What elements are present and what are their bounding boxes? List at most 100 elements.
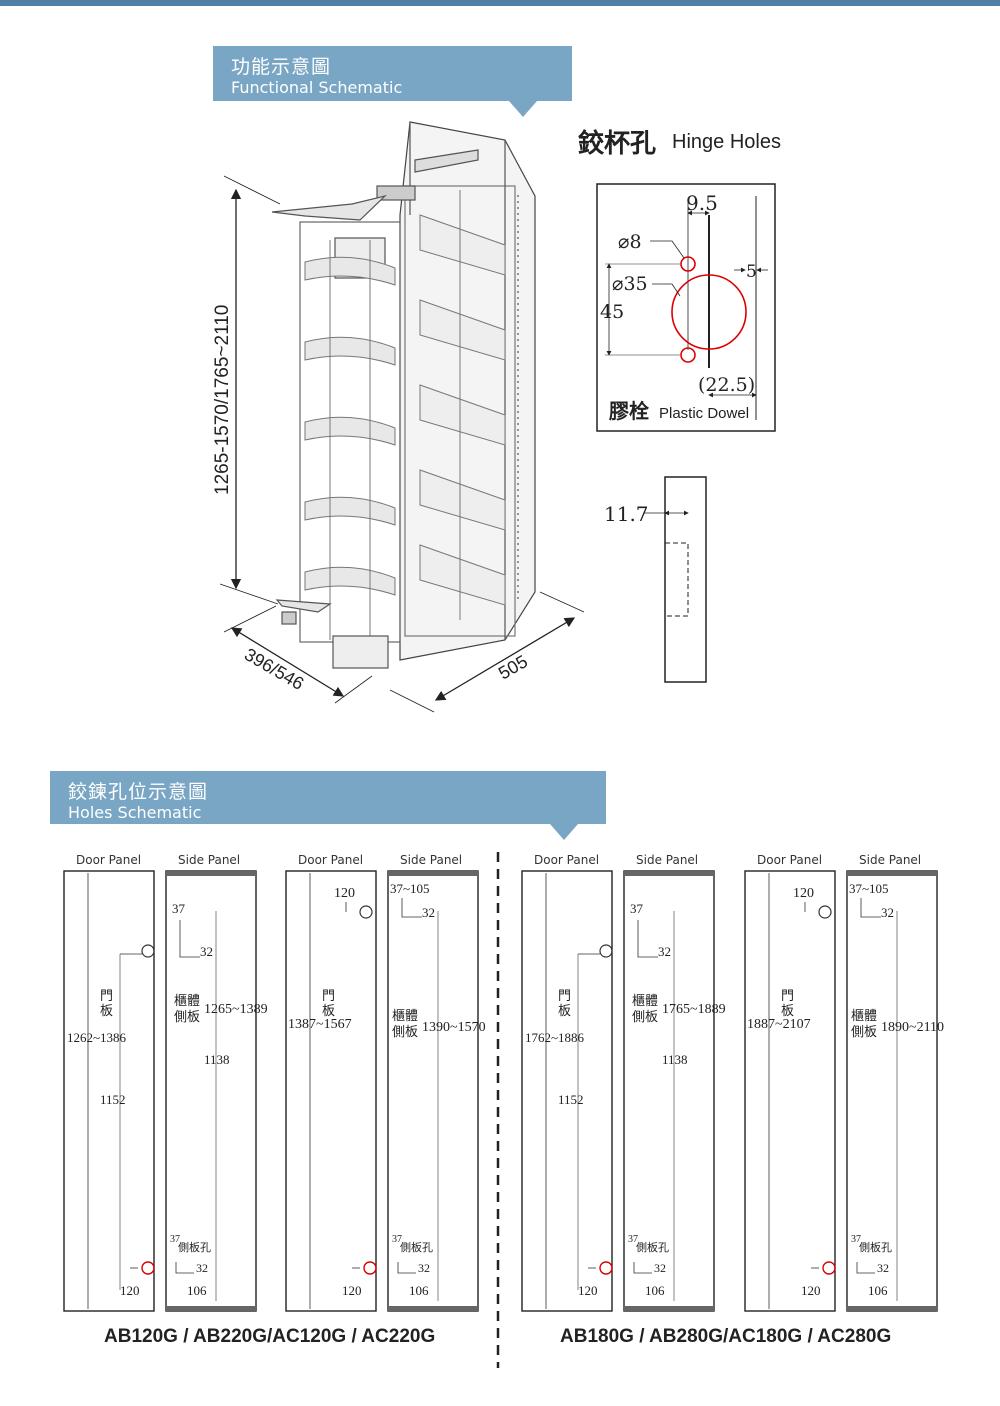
- door-panel-label: Door Panel: [76, 853, 141, 867]
- dim-37-bottom: 37: [170, 1234, 180, 1245]
- hinge-side-view: [644, 476, 707, 683]
- dim-120-bottom: 120: [578, 1283, 598, 1298]
- cabinet-side-label-1: 櫃體: [174, 994, 200, 1009]
- side-panel-bottom-edge: [388, 1306, 478, 1311]
- dim-106: 106: [409, 1283, 429, 1298]
- width-dimension: [223, 605, 373, 704]
- dim-37-bottom: 37: [392, 1234, 402, 1245]
- dim-120-bottom: 120: [120, 1283, 140, 1298]
- door-top-dim: 120: [793, 886, 814, 901]
- side-panel-top-edge: [847, 871, 937, 876]
- dim-32-top: 32: [422, 905, 435, 920]
- dowel-hole-top: [680, 256, 696, 272]
- door-bottom-hole: [141, 1261, 155, 1275]
- banner-notch: [509, 101, 537, 117]
- door-length: 1152: [100, 1092, 126, 1107]
- door-range: 1387~1567: [288, 1017, 352, 1032]
- door-label-top: 門: [322, 989, 335, 1004]
- side-top-bracket: [179, 920, 200, 958]
- dim-37-bottom: 37: [851, 1234, 861, 1245]
- dim-106: 106: [868, 1283, 888, 1298]
- dim-32-bottom: 32: [877, 1261, 889, 1275]
- door-panel: [521, 870, 613, 1312]
- side-range: 1765~1889: [662, 1002, 726, 1017]
- door-label-bottom: 板: [100, 1004, 113, 1019]
- side-panel-bottom-edge: [624, 1306, 714, 1311]
- side-panel-label: Side Panel: [636, 853, 698, 867]
- side-panel-label: Side Panel: [178, 853, 240, 867]
- cabinet-side-label-1: 櫃體: [392, 1009, 418, 1024]
- functional-schematic-title-en: Functional Schematic: [231, 78, 403, 97]
- dim-37-top: 37: [630, 901, 644, 916]
- door-label-bottom: 板: [322, 1004, 335, 1019]
- door-top-dim: 120: [334, 886, 355, 901]
- door-top-hole: [141, 944, 155, 958]
- side-hole-bracket: [856, 1262, 875, 1274]
- side-top-dim: 37~105: [390, 881, 430, 896]
- door-panel-label: Door Panel: [534, 853, 599, 867]
- side-panel-bottom-edge: [847, 1306, 937, 1311]
- cabinet-side-label-2: 側板: [851, 1025, 877, 1040]
- door-range: 1762~1886: [525, 1030, 585, 1045]
- cabinet-side-label-1: 櫃體: [851, 1009, 877, 1024]
- side-panel-label: Side Panel: [400, 853, 462, 867]
- dim-11-7: 11.7: [604, 502, 649, 526]
- side-hole-bracket: [397, 1262, 416, 1274]
- top-accent-bar: [0, 0, 1000, 6]
- dowel-hole-bottom: [680, 347, 696, 363]
- door-label-top: 門: [558, 989, 571, 1004]
- hinge-holes-title-en: Hinge Holes: [672, 131, 781, 153]
- pantry-cabinet-illustration: [271, 121, 536, 669]
- side-panel-top-edge: [624, 871, 714, 876]
- dim-dia-8: ⌀8: [618, 231, 642, 253]
- cabinet-side-label-2: 側板: [174, 1010, 200, 1025]
- side-hole-label: 側板孔: [400, 1240, 433, 1254]
- door-label-top: 門: [781, 989, 794, 1004]
- door-label-bottom: 板: [558, 1004, 571, 1019]
- holes-schematic-title-zh: 鉸鍊孔位示意圖: [68, 781, 209, 803]
- dim-32-top: 32: [658, 944, 671, 959]
- side-panel-top-edge: [166, 871, 256, 876]
- side-top-bracket: [401, 898, 422, 918]
- side-top-bracket: [637, 920, 658, 958]
- depth-dimension: [389, 591, 585, 713]
- side-hole-bracket: [633, 1262, 652, 1274]
- door-range: 1262~1386: [67, 1030, 127, 1045]
- dim-45: 45: [600, 301, 624, 323]
- door-panel: [285, 870, 377, 1312]
- height-dim-label: 1265-1570/1765~2110: [212, 305, 233, 495]
- dim-5: 5: [746, 262, 757, 282]
- side-range: 1890~2110: [881, 1020, 944, 1035]
- dim-9-5: 9.5: [686, 191, 718, 215]
- dim-22-5: (22.5): [698, 374, 755, 396]
- model-list-right: AB180G / AB280G/AC180G / AC280G: [560, 1326, 892, 1347]
- dim-106: 106: [187, 1283, 207, 1298]
- cabinet-side-label-2: 側板: [632, 1010, 658, 1025]
- door-top-hole: [818, 905, 832, 919]
- side-panel-bottom-edge: [166, 1306, 256, 1311]
- hinge-holes-detail: [596, 183, 776, 432]
- door-length: 1152: [558, 1092, 584, 1107]
- side-hole-label: 側板孔: [859, 1240, 892, 1254]
- hinge-cup-hole: [671, 274, 747, 350]
- side-length: 1138: [204, 1052, 230, 1067]
- dim-32-top: 32: [200, 944, 213, 959]
- holes-schematic-title-en: Holes Schematic: [68, 803, 202, 822]
- banner-notch: [550, 824, 578, 840]
- side-range: 1390~1570: [422, 1020, 486, 1035]
- door-panel-label: Door Panel: [757, 853, 822, 867]
- dim-dia-35: ⌀35: [612, 273, 648, 295]
- dim-37-bottom: 37: [628, 1234, 638, 1245]
- dim-32-top: 32: [881, 905, 894, 920]
- dim-120-bottom: 120: [342, 1283, 362, 1298]
- model-list-left: AB120G / AB220G/AC120G / AC220G: [104, 1326, 436, 1347]
- cabinet-side-label-1: 櫃體: [632, 994, 658, 1009]
- door-label-bottom: 板: [781, 1004, 794, 1019]
- side-top-dim: 37~105: [849, 881, 889, 896]
- door-panel: [744, 870, 836, 1312]
- door-top-hole: [599, 944, 613, 958]
- side-panel-top-edge: [388, 871, 478, 876]
- functional-schematic-title-zh: 功能示意圖: [231, 56, 332, 78]
- door-label-top: 門: [100, 989, 113, 1004]
